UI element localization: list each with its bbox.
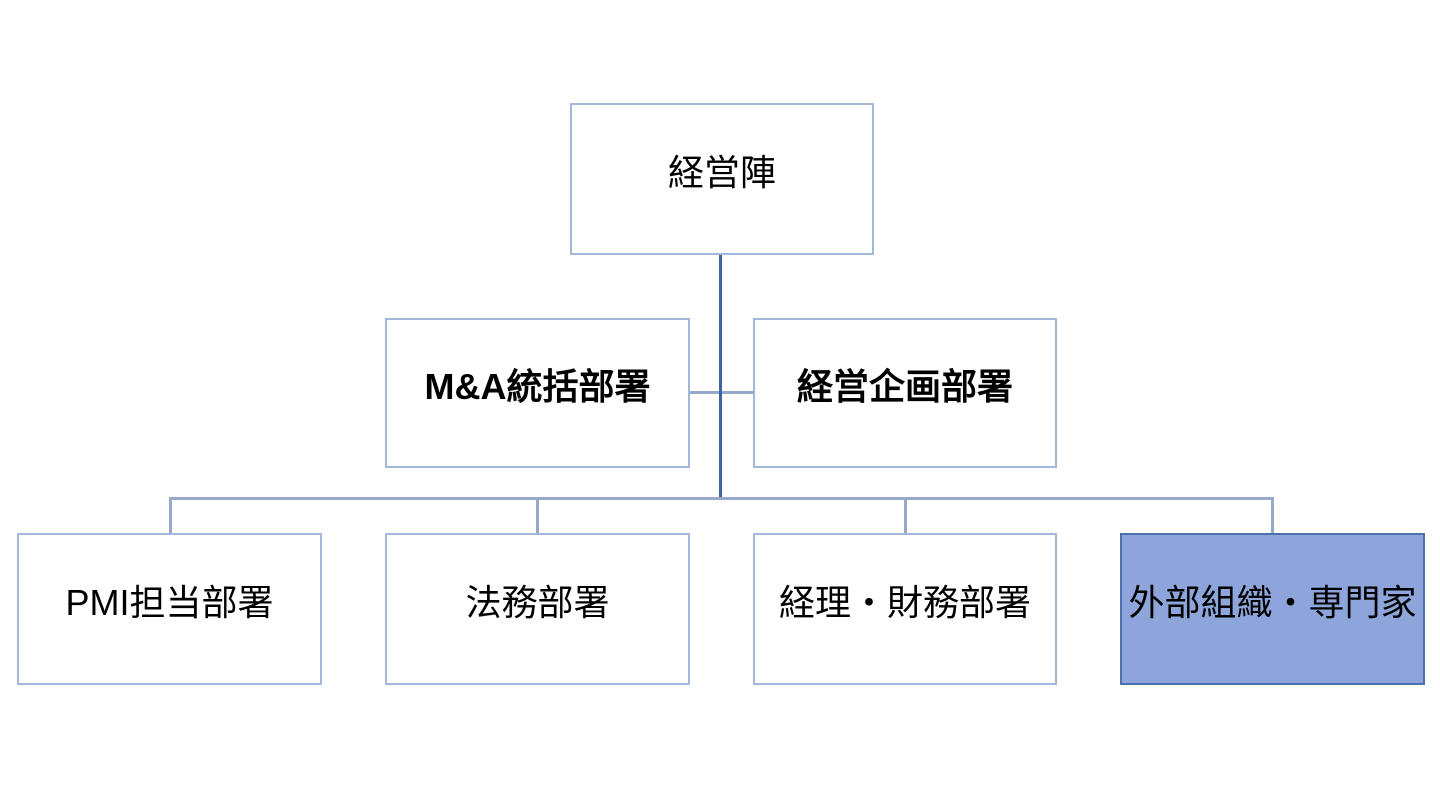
node-management-label: 経営陣 xyxy=(667,152,776,194)
node-pmi-dept-label: PMI担当部署 xyxy=(65,582,274,624)
node-ma-supervising-dept: M&A統括部署 xyxy=(385,318,690,468)
node-corporate-planning-dept: 経営企画部署 xyxy=(753,318,1057,468)
connector-row3-distribution xyxy=(169,497,1274,500)
node-accounting-finance-dept-label: 経理・財務部署 xyxy=(778,582,1031,624)
node-management: 経営陣 xyxy=(570,103,874,255)
connector-drop-pmi xyxy=(169,497,172,533)
node-external-experts-label: 外部組織・専門家 xyxy=(1128,582,1417,624)
node-corporate-planning-dept-label: 経営企画部署 xyxy=(796,366,1013,408)
connector-drop-accounting xyxy=(904,497,907,533)
node-ma-supervising-dept-label: M&A統括部署 xyxy=(424,366,651,408)
node-pmi-dept: PMI担当部署 xyxy=(17,533,322,685)
connector-drop-external xyxy=(1271,497,1274,533)
connector-trunk-vertical xyxy=(719,254,722,500)
node-legal-dept: 法務部署 xyxy=(385,533,690,685)
node-legal-dept-label: 法務部署 xyxy=(465,582,610,624)
node-accounting-finance-dept: 経理・財務部署 xyxy=(753,533,1057,685)
node-external-experts: 外部組織・専門家 xyxy=(1120,533,1425,685)
connector-drop-legal xyxy=(536,497,539,533)
